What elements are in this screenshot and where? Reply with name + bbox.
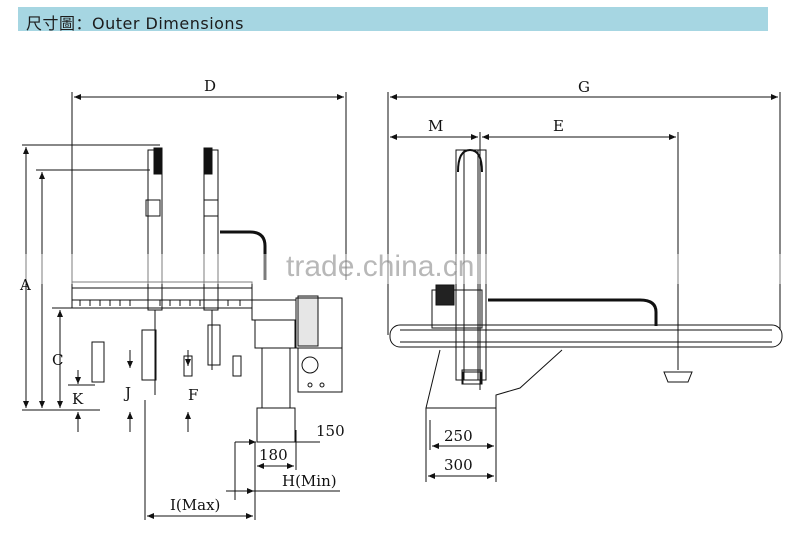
watermark: trade.china.cn: [0, 250, 800, 284]
label-a: A: [19, 276, 31, 294]
label-i-max: I(Max): [170, 496, 220, 514]
label-k: K: [72, 390, 84, 408]
page-title: 尺寸圖：Outer Dimensions: [26, 14, 244, 33]
label-150: 150: [316, 422, 345, 440]
label-300: 300: [444, 456, 473, 474]
label-c: C: [52, 351, 63, 369]
label-e: E: [553, 117, 564, 135]
left-view: [22, 92, 347, 520]
label-j: J: [123, 384, 131, 402]
label-250: 250: [444, 427, 473, 445]
right-view: [387, 92, 783, 482]
header-bar: 尺寸圖：Outer Dimensions: [18, 7, 768, 33]
label-d: D: [204, 77, 216, 95]
label-g: G: [578, 78, 590, 96]
label-m: M: [428, 117, 443, 135]
watermark-text: trade.china.cn: [286, 250, 474, 283]
label-h-min: H(Min): [282, 472, 337, 490]
label-180: 180: [259, 446, 288, 464]
dimension-labels: D G M E A C K J F 150 180 H(Min) I(Max) …: [19, 77, 590, 514]
label-f: F: [188, 386, 198, 404]
